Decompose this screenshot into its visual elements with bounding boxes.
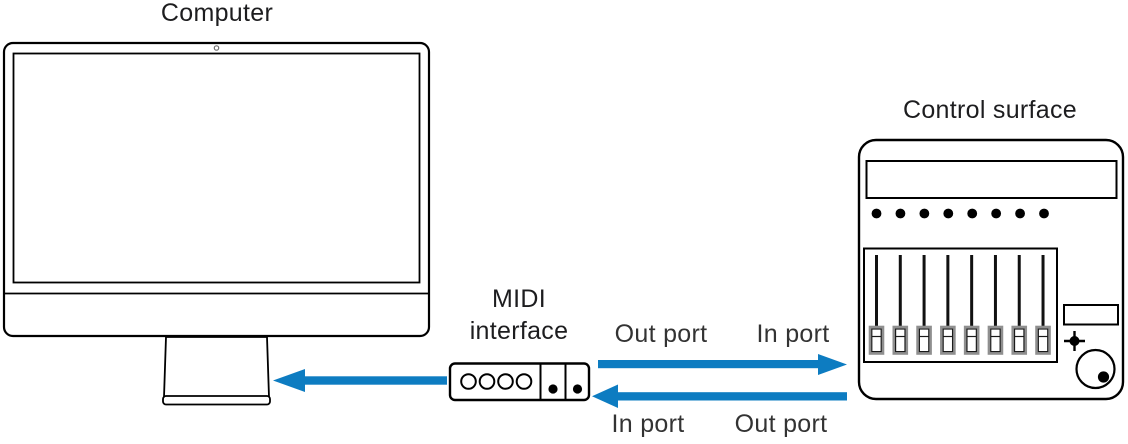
fader xyxy=(892,255,909,355)
computer-label: Computer xyxy=(160,0,274,27)
fader-handle xyxy=(963,325,980,355)
in-port-bottom-label: In port xyxy=(611,410,685,438)
out-port-top-label: Out port xyxy=(614,320,708,348)
arrow-controlsurface-out-to-midi-in xyxy=(592,384,847,408)
side-display xyxy=(1063,304,1119,326)
fader-handle xyxy=(892,325,909,355)
fader xyxy=(1035,255,1051,355)
crosshair-icon xyxy=(1064,331,1085,351)
fader-bank xyxy=(868,255,1051,355)
midi-interface-label: MIDI interface xyxy=(469,285,569,345)
midi-dot-ports xyxy=(548,384,583,394)
fader-handle xyxy=(987,325,1004,355)
knob-dot-icon xyxy=(919,208,930,219)
arrow-midi-to-computer xyxy=(273,369,447,392)
knob-dot-icon xyxy=(991,208,1002,219)
fader xyxy=(987,255,1004,355)
fader xyxy=(1011,255,1028,355)
in-port-top-label: In port xyxy=(756,320,830,348)
monitor-stand xyxy=(163,336,270,398)
knob-dot-icon xyxy=(1015,208,1025,219)
fader xyxy=(868,255,885,355)
din-port-icon xyxy=(515,373,533,390)
fader xyxy=(963,255,980,355)
camera-dot-icon xyxy=(213,45,220,51)
arrow-midi-out-to-controlsurface-in xyxy=(598,354,847,375)
fader xyxy=(940,255,956,355)
midi-din-ports xyxy=(460,373,533,390)
fader-handle xyxy=(916,325,932,355)
fader-handle xyxy=(868,325,885,355)
midi-interface-illustration xyxy=(448,362,591,402)
din-port-icon xyxy=(478,373,496,390)
din-port-icon xyxy=(497,373,514,390)
fader-handle xyxy=(1011,325,1028,355)
fader-handle xyxy=(940,325,956,355)
control-surface-illustration xyxy=(857,138,1125,401)
knob-dot-icon xyxy=(943,208,954,219)
knob-dot-icon xyxy=(1039,208,1049,219)
knob-dot-icon xyxy=(967,208,978,219)
knob-dot-icon xyxy=(895,208,906,219)
monitor-screen xyxy=(12,52,421,284)
jog-wheel xyxy=(1075,348,1116,390)
control-surface-label: Control surface xyxy=(902,96,1078,124)
control-surface-display xyxy=(865,160,1118,199)
knob-row xyxy=(871,208,1049,219)
dot-port-icon xyxy=(572,384,583,394)
fader-handle xyxy=(1035,325,1051,355)
fader xyxy=(916,255,932,355)
out-port-bottom-label: Out port xyxy=(734,410,828,438)
dot-port-icon xyxy=(548,384,558,394)
din-port-icon xyxy=(460,373,477,390)
jog-wheel-dot xyxy=(1097,371,1110,383)
knob-dot-icon xyxy=(871,208,882,219)
computer-illustration xyxy=(2,41,431,406)
monitor-stand-base xyxy=(162,395,271,406)
